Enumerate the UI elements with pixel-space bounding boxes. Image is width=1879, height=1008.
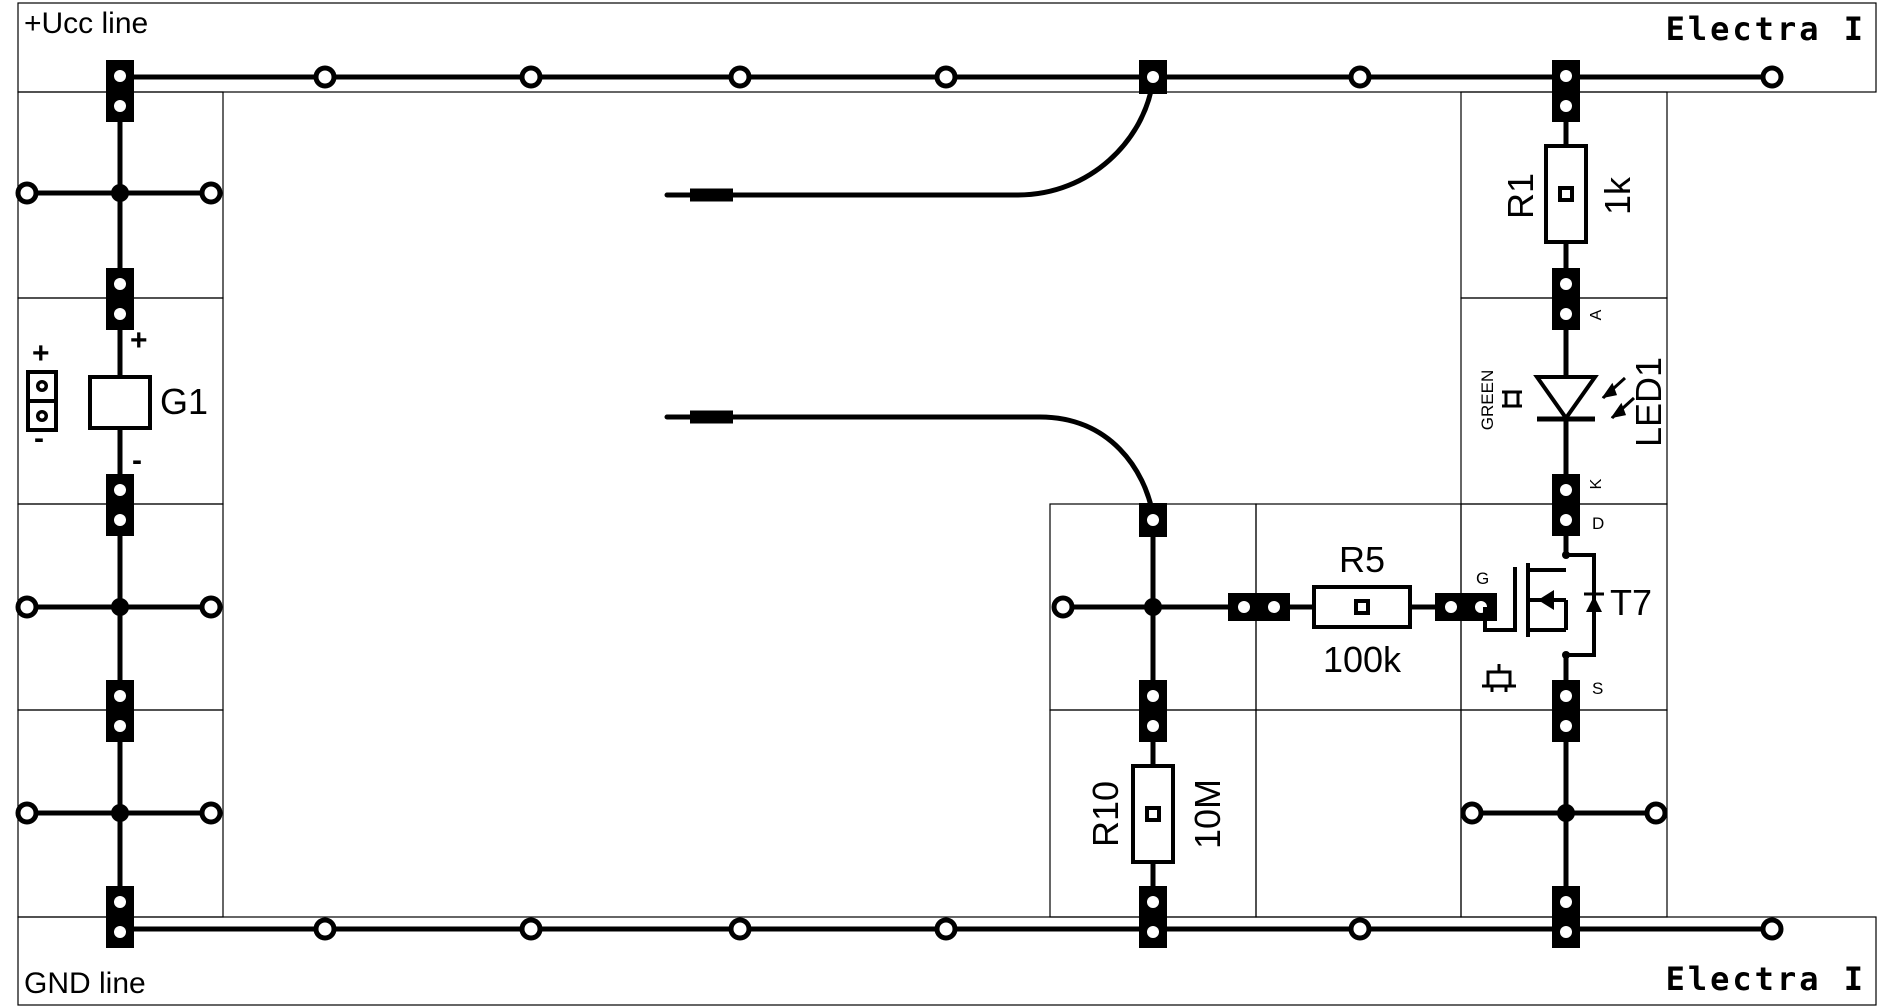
junction-dot	[111, 598, 129, 616]
r10-value: 10M	[1187, 779, 1228, 849]
rail-hole	[1760, 917, 1784, 941]
battery-name: G1	[160, 381, 208, 422]
branch-hole	[199, 181, 223, 205]
led-pin-a: A	[1588, 309, 1605, 320]
gnd-rail-strip	[17, 916, 1877, 1006]
pad-pair	[1435, 593, 1497, 621]
r5-name: R5	[1339, 539, 1385, 580]
r5-marker	[1354, 599, 1370, 615]
gnd-rail-holes	[313, 917, 1784, 941]
mosfet-gate-lead	[1483, 567, 1517, 632]
power-connector	[26, 370, 58, 432]
rail-hole	[519, 917, 543, 941]
rail-hole	[1348, 917, 1372, 941]
branch-hole	[15, 801, 39, 825]
pad-pair	[106, 268, 134, 330]
r1-name: R1	[1500, 173, 1541, 219]
led-color-label: GREEN	[1478, 370, 1497, 430]
rail-hole	[728, 65, 752, 89]
rail-hole	[728, 917, 752, 941]
junction-dots	[111, 184, 1575, 822]
led-triangle	[1533, 375, 1599, 422]
pad-pair	[106, 474, 134, 536]
r1-value: 1k	[1597, 176, 1638, 215]
rail-hole	[1760, 65, 1784, 89]
vertical-pads	[106, 60, 1580, 948]
module-grid	[17, 91, 1668, 918]
branch-hole	[1644, 801, 1668, 825]
mosfet-pin-s: S	[1592, 679, 1603, 698]
rail-hole	[934, 65, 958, 89]
rail-hole	[313, 917, 337, 941]
r10-name: R10	[1085, 781, 1126, 847]
resistor-r5: R5 100k	[1312, 539, 1412, 680]
branch-hole	[15, 595, 39, 619]
pad-pair	[1552, 60, 1580, 122]
mosfet-t7: T7 D G S	[1476, 514, 1652, 698]
junction-dot	[111, 804, 129, 822]
junction-dot	[1144, 598, 1162, 616]
r5-value: 100k	[1323, 639, 1402, 680]
branch-hole	[1460, 801, 1484, 825]
rail-hole	[519, 65, 543, 89]
r1-marker	[1558, 186, 1574, 202]
pad-pair	[1139, 680, 1167, 742]
r10-marker	[1145, 806, 1161, 822]
battery-plus-sign: +	[130, 324, 148, 357]
battery-g1: G1 + - + -	[26, 324, 208, 477]
rail-hole	[1348, 65, 1372, 89]
pad-pair	[1139, 886, 1167, 948]
brand-label-bottom: Electra I	[1666, 960, 1866, 998]
pad-pair	[106, 680, 134, 742]
pad-pair	[106, 60, 134, 122]
branch-hole	[15, 181, 39, 205]
rail-hole	[313, 65, 337, 89]
pad-pair	[106, 886, 134, 948]
battery-body	[88, 375, 152, 430]
connector-minus-sign: -	[34, 422, 44, 455]
pad-single	[1139, 60, 1167, 94]
upper-flying-lead	[664, 77, 1156, 198]
led-footprint-icon	[1502, 390, 1522, 408]
junction-dot	[1557, 804, 1575, 822]
resistor-r10: R10 10M	[1085, 764, 1228, 864]
mosfet-node	[1562, 551, 1570, 559]
mosfet-footprint-icon	[1482, 664, 1516, 692]
mosfet-node	[1562, 651, 1570, 659]
rail-hole	[934, 917, 958, 941]
branch-hole	[199, 595, 223, 619]
ucc-rail-strip	[17, 2, 1877, 93]
mosfet-pin-g: G	[1476, 569, 1489, 588]
brand-label-top: Electra I	[1666, 10, 1866, 48]
junction-dot	[111, 184, 129, 202]
led-name: LED1	[1628, 357, 1669, 447]
gnd-line-label: GND line	[24, 967, 146, 1000]
pad-pair	[1552, 474, 1580, 536]
pad-pair	[1552, 886, 1580, 948]
ucc-rail-holes	[313, 65, 1784, 89]
battery-minus-sign: -	[132, 444, 142, 477]
body-diode-icon	[1586, 596, 1602, 612]
pad-pair	[1552, 680, 1580, 742]
pad-pair	[1228, 593, 1290, 621]
mosfet-body-arrow	[1538, 590, 1554, 610]
lower-flying-lead	[664, 414, 1156, 518]
mosfet-name: T7	[1610, 582, 1652, 623]
led-light-arrows	[1601, 376, 1636, 420]
pad-pair	[1552, 268, 1580, 330]
pad-single	[1139, 503, 1167, 537]
resistor-r1: R1 1k	[1500, 144, 1638, 244]
led-pin-k: K	[1588, 478, 1605, 489]
branch-hole	[199, 801, 223, 825]
branch-hole	[1051, 595, 1075, 619]
led-led1: LED1 GREEN A K	[1478, 309, 1669, 489]
mosfet-pin-d: D	[1592, 514, 1604, 533]
branch-end-holes	[15, 181, 1668, 825]
ucc-line-label: +Ucc line	[24, 7, 148, 40]
connector-plus-sign: +	[32, 337, 50, 370]
grid-cell	[1255, 709, 1462, 918]
